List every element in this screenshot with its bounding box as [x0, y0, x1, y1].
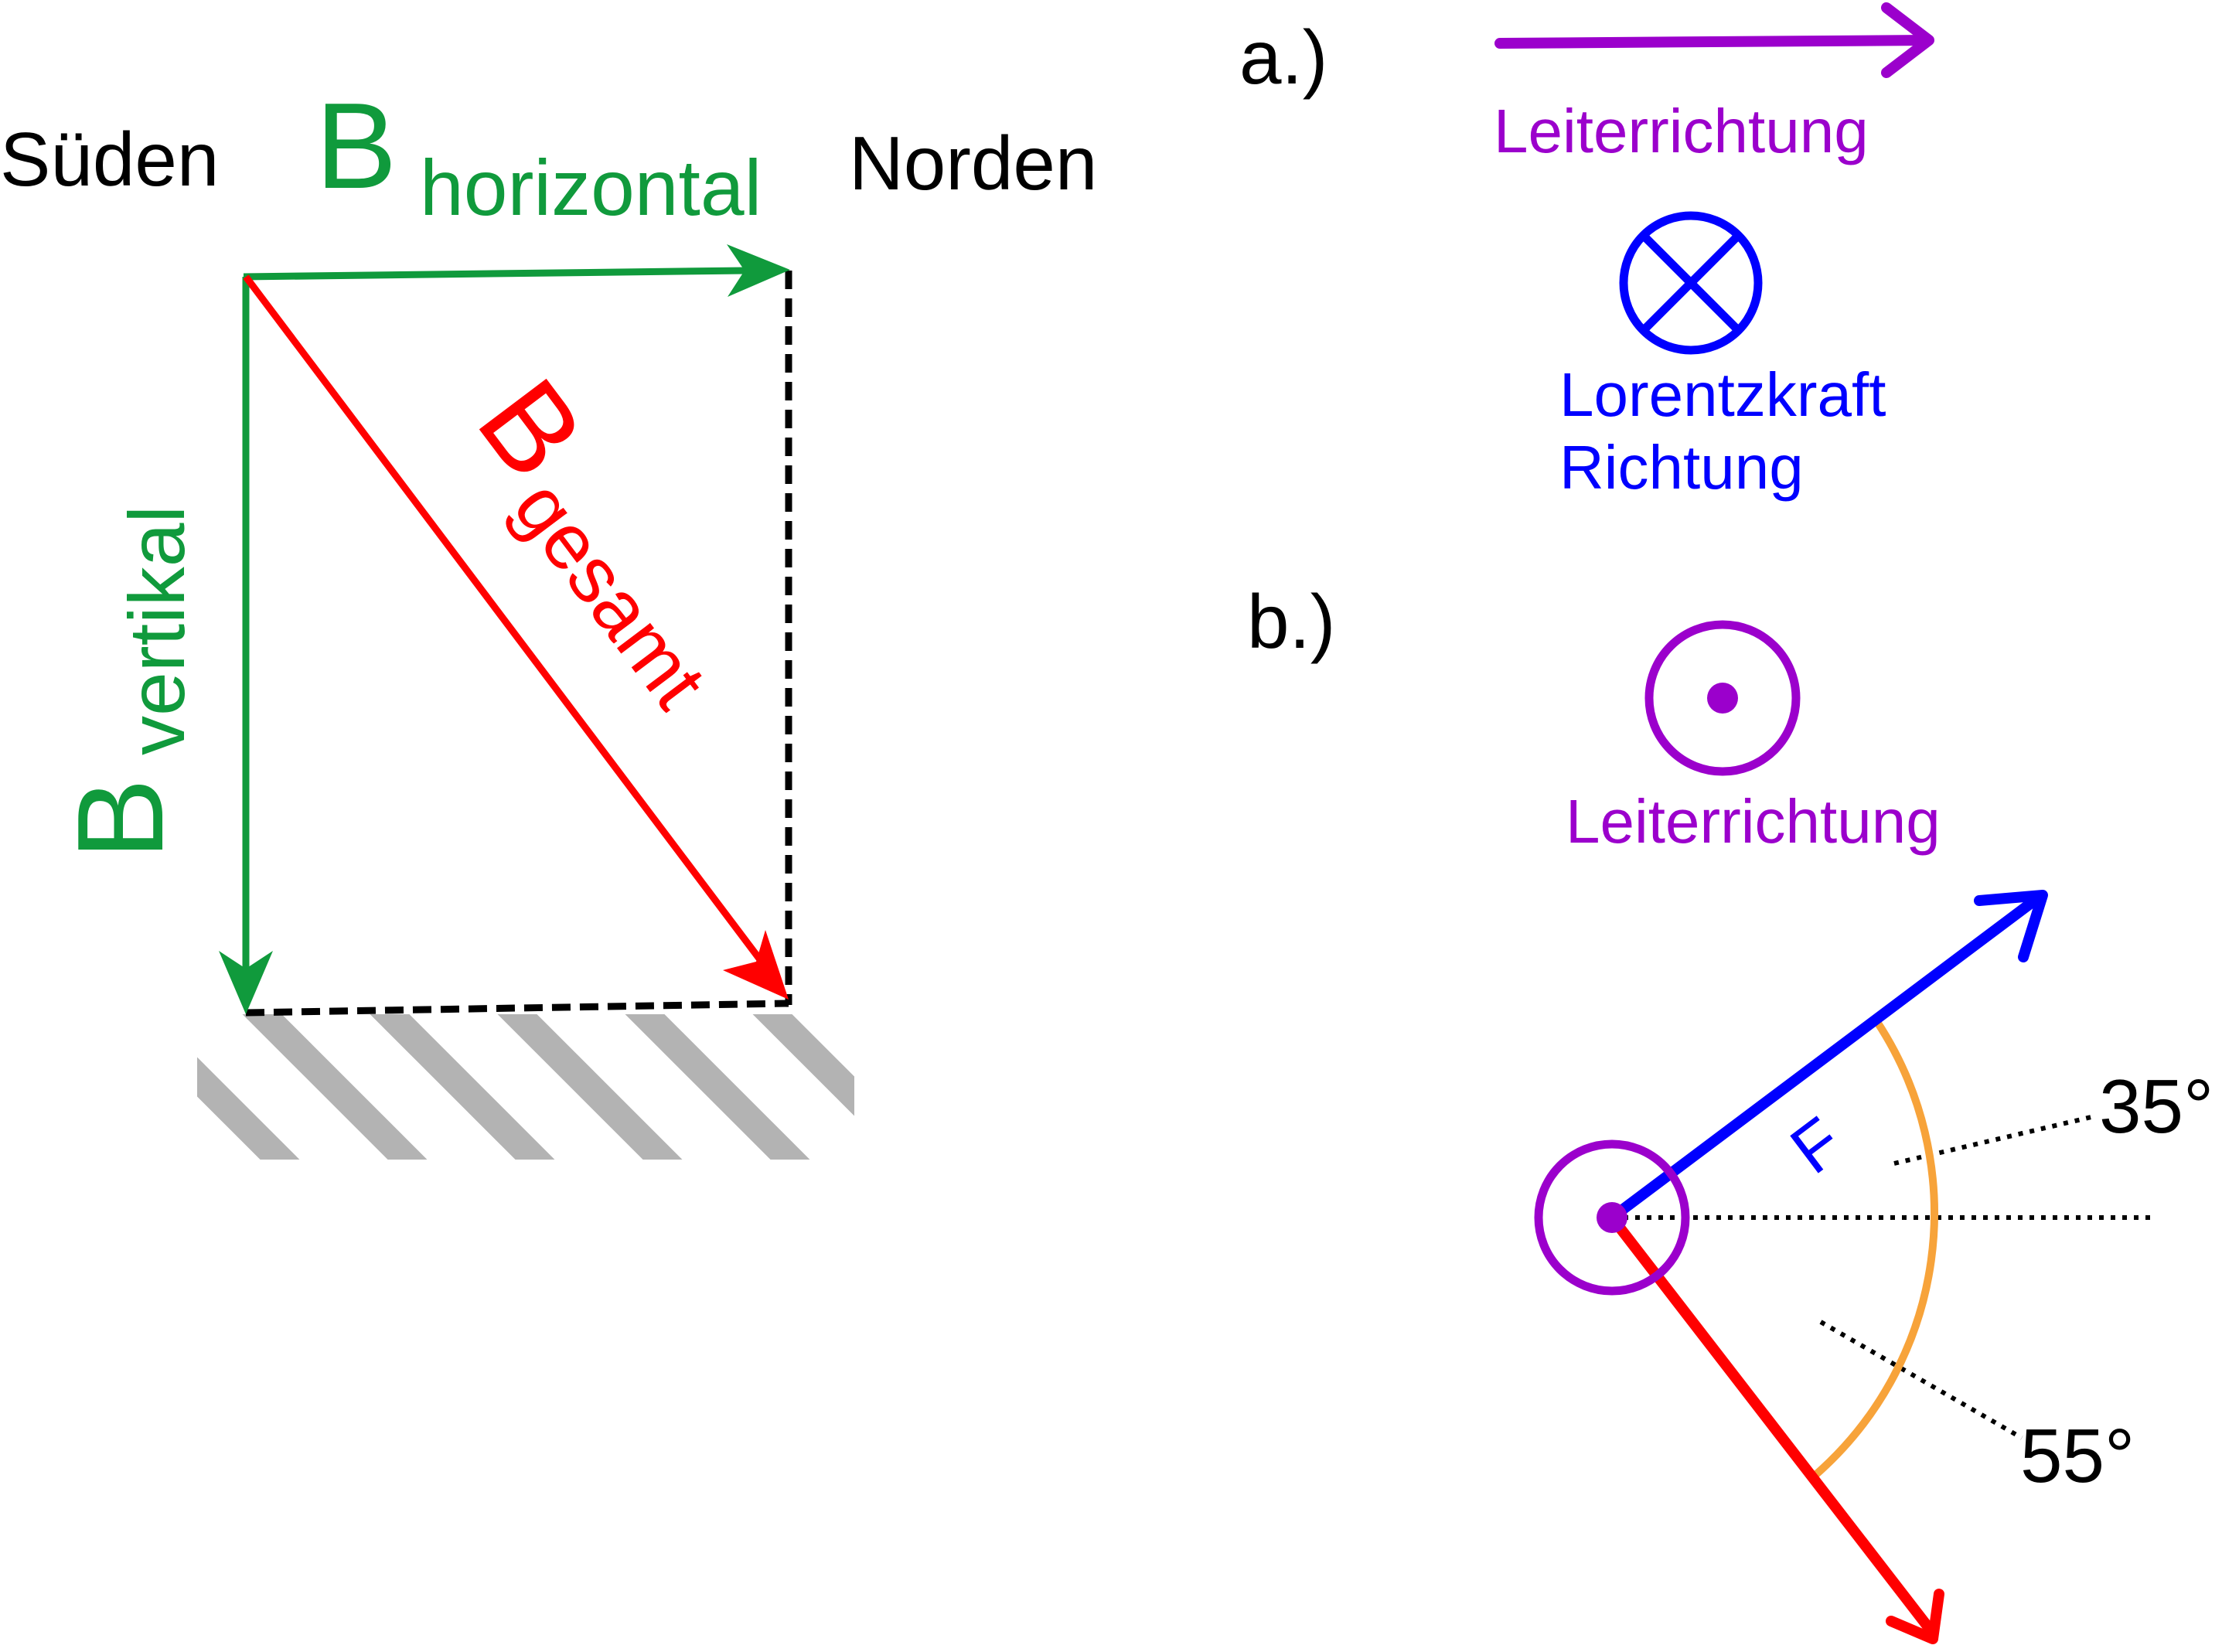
angle-35-label: 35° — [2099, 1064, 2213, 1149]
angle-55-label: 55° — [2020, 1413, 2135, 1498]
b-vertical-subscript: vertikal — [113, 506, 201, 755]
total-field-arrow — [243, 274, 789, 1000]
b-total-label: B gesamt — [452, 356, 724, 724]
b-horizontal-label: B horizontal — [315, 78, 762, 232]
angle-reference-lines — [1612, 1115, 2153, 1440]
b-vertical-label: B vertikal — [53, 506, 201, 860]
out-of-page-symbol-icon — [1644, 620, 1801, 776]
b-vertical-base: B — [53, 778, 189, 860]
into-page-symbol-icon — [1619, 211, 1763, 355]
vertical-field-arrow — [219, 277, 273, 1014]
horizontal-field-arrow — [243, 244, 790, 297]
lorentz-force-label-line1: Lorentzkraft — [1559, 360, 1886, 429]
lorentz-force-arrow-b — [1607, 890, 2048, 1223]
b-total-base: B — [452, 356, 610, 502]
part-a-conductor-label: Leiterrichtung — [1494, 97, 1869, 165]
b-total-subscript: gesamt — [497, 465, 723, 724]
total-field-arrow-b — [1607, 1212, 1944, 1644]
south-label: Süden — [0, 117, 219, 202]
ground-hatching — [197, 1014, 854, 1160]
part-a-label: a.) — [1239, 15, 1327, 100]
part-b-conductor-label: Leiterrichtung — [1566, 787, 1941, 856]
lorentz-force-label-line2: Richtung — [1559, 433, 1804, 502]
angle-arc — [1811, 1020, 1938, 1479]
part-b-label: b.) — [1247, 579, 1335, 664]
conductor-cross-section — [1534, 1139, 1690, 1296]
conductor-direction-arrow — [1494, 2, 1934, 78]
b-horizontal-subscript: horizontal — [420, 144, 762, 232]
north-label: Norden — [849, 121, 1097, 206]
dashed-completion-lines — [245, 271, 792, 1017]
force-symbol-label: F — [1777, 1102, 1856, 1188]
b-horizontal-base: B — [315, 78, 397, 214]
